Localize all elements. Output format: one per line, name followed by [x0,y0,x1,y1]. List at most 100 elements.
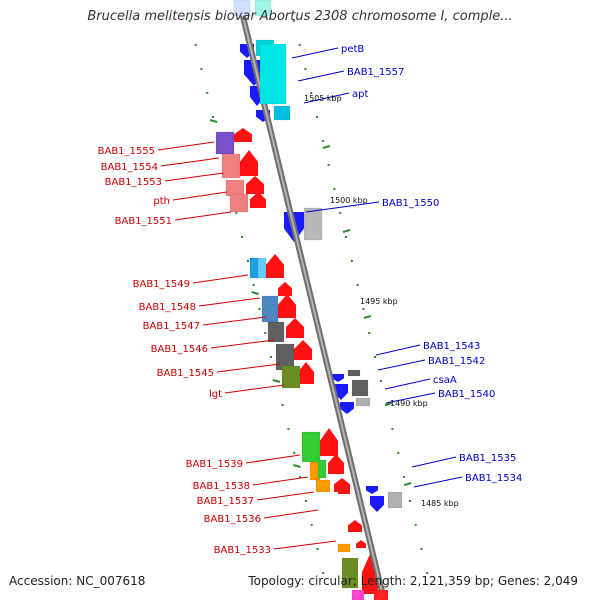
forward-gene-label[interactable]: BAB1_1533 [214,545,271,556]
tick-mark [304,68,307,70]
forward-gene-label[interactable]: BAB1_1553 [105,177,162,188]
forward-gene-label[interactable]: BAB1_1554 [101,162,158,173]
tick-mark [414,524,417,526]
forward-gene-label[interactable]: BAB1_1551 [115,216,172,227]
forward-arrow [294,340,312,360]
leader-line [411,456,457,468]
leader-line [297,70,345,82]
tick-mark [316,548,319,550]
forward-arrow [286,318,304,338]
feature-block [254,0,272,17]
forward-gene-label[interactable]: pth [153,196,170,207]
reverse-gene-label[interactable]: petB [341,44,364,55]
feature-block [347,369,361,377]
forward-gene-label[interactable]: BAB1_1538 [193,481,250,492]
leader-line [263,509,319,519]
reverse-gene-label[interactable]: BAB1_1557 [347,67,404,78]
reverse-gene-label[interactable]: BAB1_1534 [465,473,522,484]
forward-gene-label[interactable]: BAB1_1548 [139,302,196,313]
accession-label: Accession: NC_007618 [9,574,146,588]
feature-block [225,179,245,197]
major-tick [322,145,331,149]
feature-block [229,193,249,213]
forward-gene-label[interactable]: lgt [209,389,222,400]
feature-block [259,43,287,105]
feature-block [261,295,279,323]
tick-mark [408,500,411,502]
forward-gene-label[interactable]: BAB1_1536 [204,514,261,525]
reverse-arrow [366,486,378,494]
leader-line [377,359,426,371]
kbp-label: 1490 kbp [390,399,428,408]
sequence-summary: Topology: circular; Length: 2,121,359 bp… [248,574,578,588]
feature-block [355,397,371,407]
major-tick [384,402,393,406]
tick-mark [374,356,377,358]
forward-arrow [338,486,350,494]
kbp-label: 1500 kbp [330,196,368,205]
tick-mark [194,44,197,46]
forward-gene-label[interactable]: BAB1_1547 [143,321,200,332]
feature-block [303,207,323,241]
forward-gene-label[interactable]: BAB1_1555 [98,146,155,157]
feature-block [281,365,301,389]
forward-arrow [266,254,284,278]
leader-line [291,47,339,59]
forward-gene-label[interactable]: BAB1_1537 [197,496,254,507]
major-tick [342,229,351,233]
reverse-gene-label[interactable]: BAB1_1540 [438,389,495,400]
tick-mark [403,476,406,478]
reverse-gene-label[interactable]: csaA [433,375,457,386]
leader-line [245,454,301,464]
leader-line [384,378,431,390]
reverse-gene-label[interactable]: apt [352,89,368,100]
feature-block [341,557,359,589]
tick-mark [206,92,209,94]
feature-blocks [215,0,403,601]
forward-gene-label[interactable]: BAB1_1546 [151,344,208,355]
tick-mark [258,308,261,310]
feature-labels: BAB1_1555BAB1_1554BAB1_1553pthBAB1_1551B… [98,44,523,556]
major-tick [403,482,412,486]
kbp-label: 1505 kbp [304,94,342,103]
tick-mark [246,260,249,262]
tick-mark [188,20,191,22]
feature-block [267,321,285,343]
reverse-gene-label[interactable]: BAB1_1535 [459,453,516,464]
forward-gene-label[interactable]: BAB1_1545 [157,368,214,379]
leader-line [305,201,380,213]
forward-arrow [278,282,292,296]
tick-mark [316,116,319,118]
feature-block [373,589,389,601]
tick-mark [345,236,348,238]
feature-block [301,431,321,463]
leader-line [164,172,224,182]
forward-arrow [246,176,264,194]
tick-mark [327,164,330,166]
forward-arrow [320,428,338,456]
kbp-label: 1495 kbp [360,297,398,306]
feature-block [317,459,327,479]
tick-mark [379,380,382,382]
tick-mark [333,188,336,190]
tick-mark [281,404,284,406]
feature-block [233,0,251,17]
forward-arrow [298,362,314,384]
reverse-gene-label[interactable]: BAB1_1542 [428,356,485,367]
forward-gene-label[interactable]: BAB1_1539 [186,459,243,470]
leader-line [172,191,228,201]
tick-mark [252,284,255,286]
forward-arrow [278,294,296,318]
forward-gene-label[interactable]: BAB1_1549 [133,279,190,290]
leader-line [252,476,309,486]
tick-mark [368,332,371,334]
leader-line [224,384,285,394]
feature-block [351,379,369,397]
tick-mark [304,500,307,502]
reverse-gene-label[interactable]: BAB1_1543 [423,341,480,352]
tick-mark [322,572,325,574]
reverse-gene-label[interactable]: BAB1_1550 [382,198,439,209]
feature-block [273,105,291,121]
